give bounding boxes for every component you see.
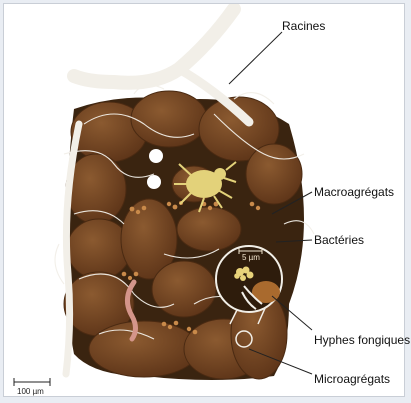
aggregate-clump: [152, 261, 216, 317]
label-microagregats: Microagrégats: [314, 372, 390, 386]
main-scale-bar: [14, 378, 50, 386]
aggregate-clump: [89, 321, 199, 377]
aggregate-clump: [177, 207, 241, 251]
label-macroagregats: Macroagrégats: [314, 185, 394, 199]
aggregate-clump: [246, 144, 302, 204]
diagram-frame: 5 µm Racines Macroagrégats Bactéries Hyp…: [3, 3, 405, 397]
main-scale-text: 100 µm: [17, 387, 44, 396]
label-bacteries: Bactéries: [314, 233, 364, 247]
aggregate-clump: [131, 91, 207, 147]
label-hyphes-fongiques: Hyphes fongiques: [314, 333, 410, 347]
label-racines: Racines: [282, 19, 325, 33]
inset-scale-text: 5 µm: [242, 253, 260, 262]
root-main: [74, 9, 234, 83]
